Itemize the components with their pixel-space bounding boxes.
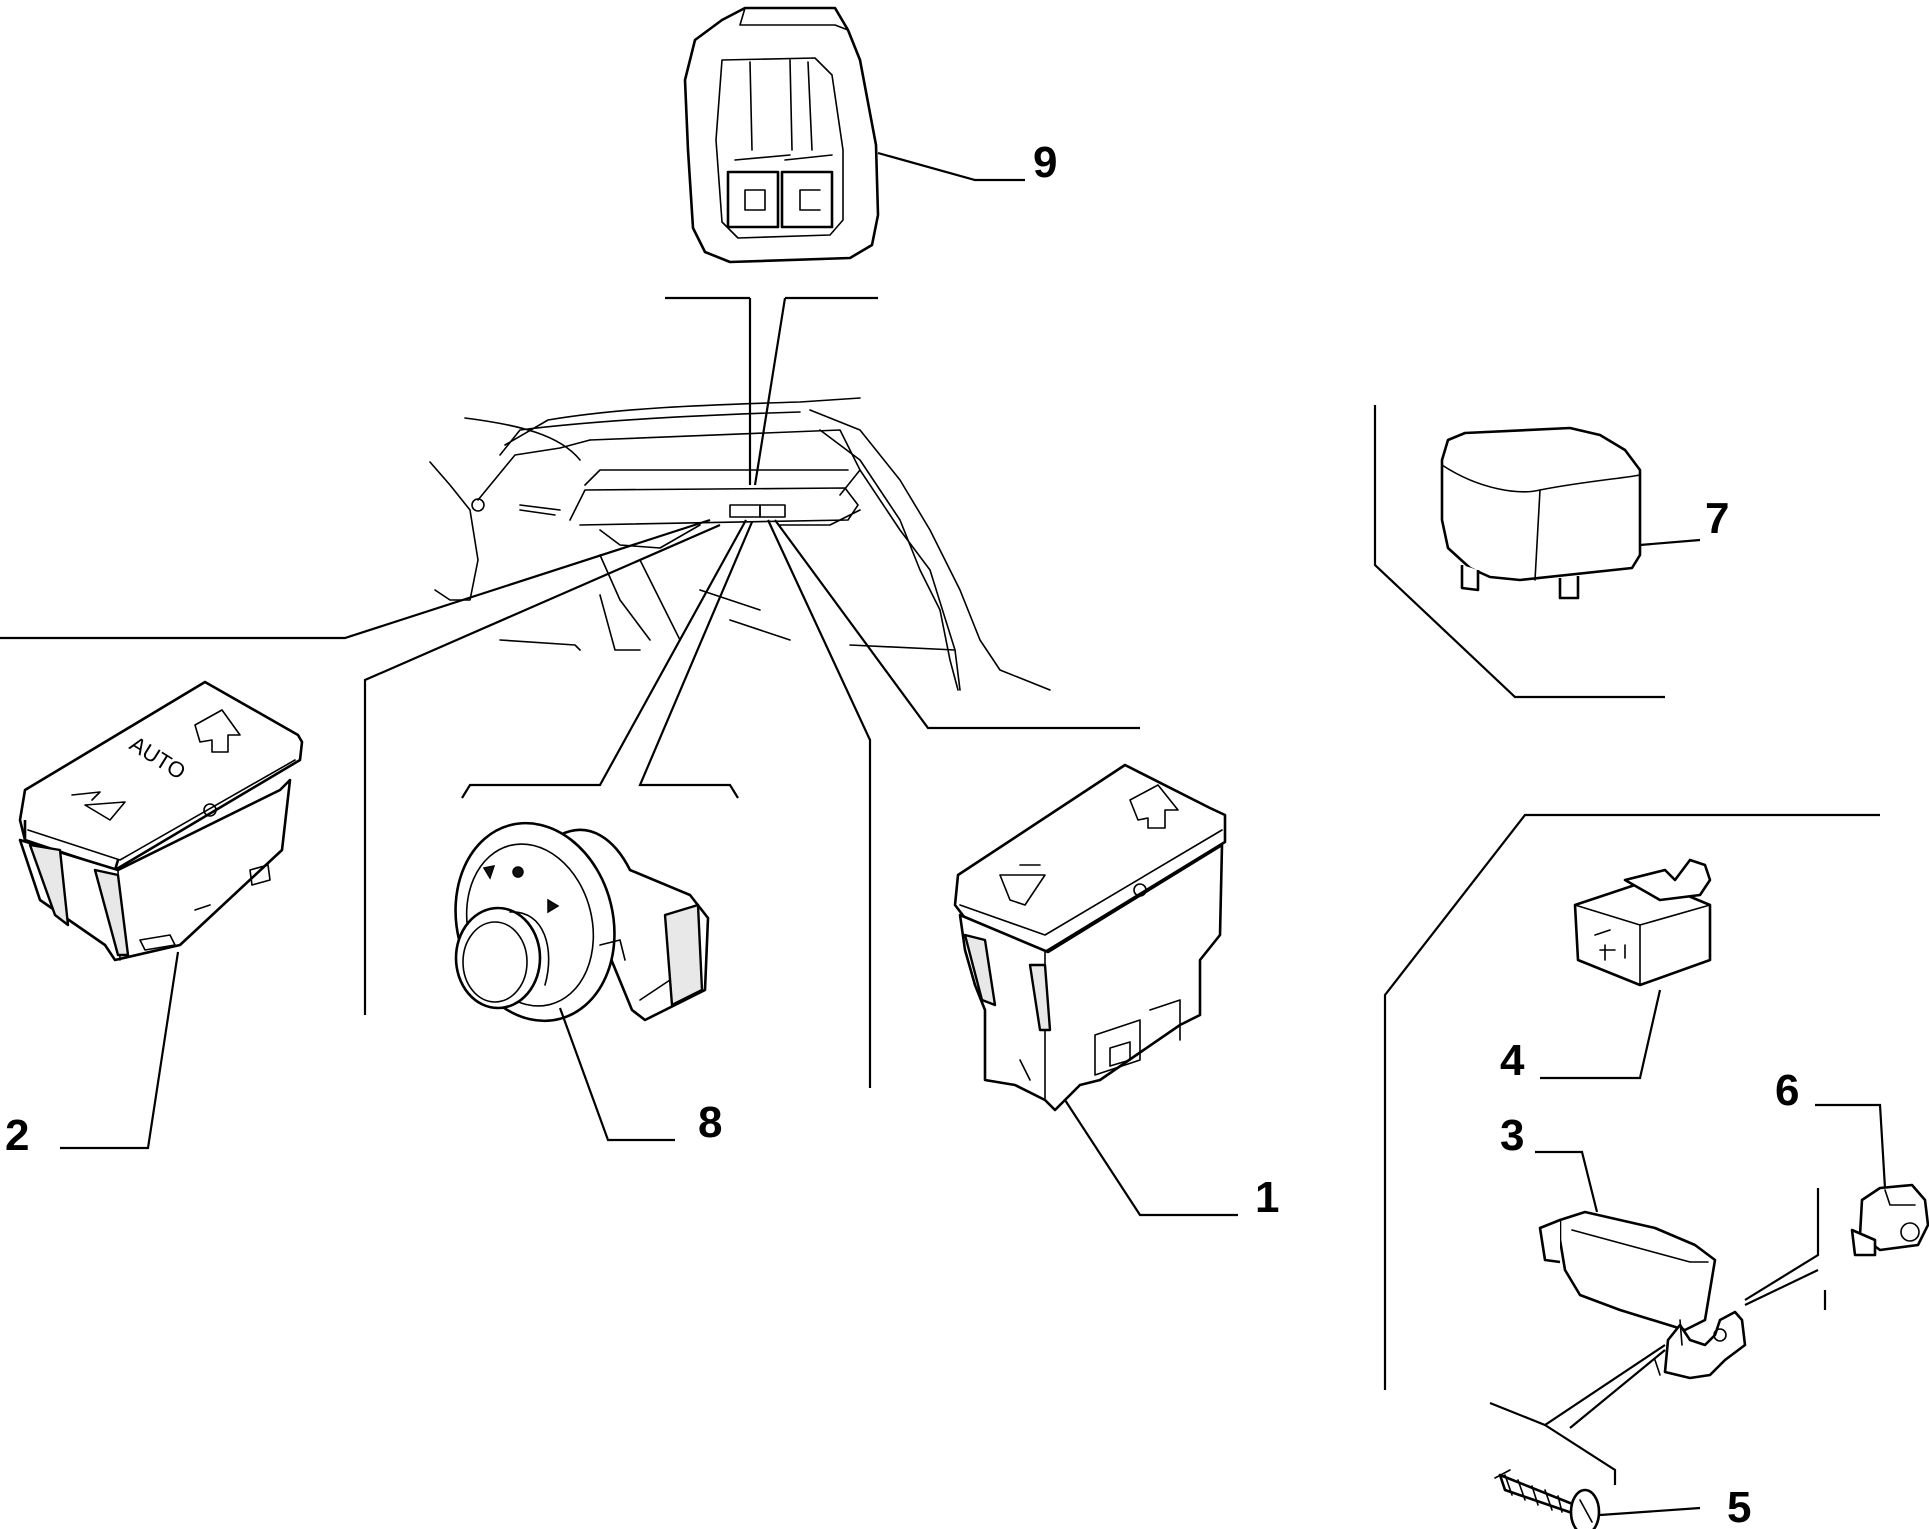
callout-9: 9 [1033, 138, 1057, 187]
part-4-small-relay [1573, 858, 1712, 987]
leader-2 [60, 951, 180, 1150]
callout-8: 8 [698, 1098, 722, 1147]
leader-4 [1540, 989, 1662, 1080]
detail-5-3-connector [1489, 1344, 1666, 1485]
callout-6: 6 [1775, 1066, 1799, 1115]
context-leaders [0, 518, 1140, 1088]
leader-8 [558, 1007, 675, 1142]
part-7-relay [1440, 426, 1642, 600]
leader-5 [1599, 1506, 1701, 1517]
callout-2: 2 [5, 1111, 29, 1160]
part-1-window-switch [953, 763, 1227, 1112]
part-5-screw [1494, 1469, 1601, 1529]
part-6-clip [1850, 1183, 1929, 1257]
leader-3 [1535, 1150, 1599, 1213]
leader-6 [1815, 1103, 1887, 1189]
dashboard-outline [429, 397, 1051, 691]
callout-5: 5 [1727, 1483, 1751, 1529]
detail-3-6-border [1383, 813, 1880, 1390]
detail-7-border [1373, 405, 1665, 699]
part-2-auto-window-switch: AUTO [18, 680, 304, 962]
leader-1 [1064, 1099, 1238, 1217]
callout-7: 7 [1705, 494, 1729, 543]
part-9-switch-bezel [683, 6, 880, 264]
detail-6-3-connector [1744, 1188, 1827, 1310]
detail-9-view-lines [665, 296, 878, 486]
part-8-mirror-control-knob [454, 821, 710, 1023]
leader-9 [877, 151, 1025, 182]
part-3-control-module [1538, 1210, 1747, 1380]
callout-1: 1 [1255, 1173, 1279, 1222]
callout-4: 4 [1500, 1036, 1525, 1085]
leader-7 [1639, 538, 1701, 547]
callout-3: 3 [1500, 1111, 1524, 1160]
